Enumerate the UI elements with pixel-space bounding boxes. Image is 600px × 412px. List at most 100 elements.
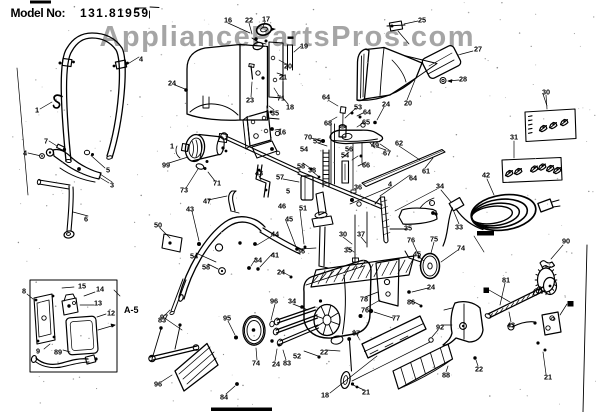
svg-text:54: 54 xyxy=(300,144,309,153)
svg-text:4: 4 xyxy=(388,179,393,188)
svg-text:71: 71 xyxy=(277,93,285,102)
svg-text:20: 20 xyxy=(284,61,292,70)
svg-text:14: 14 xyxy=(96,284,105,293)
svg-text:5: 5 xyxy=(106,165,110,174)
svg-text:50: 50 xyxy=(154,220,162,229)
svg-text:76: 76 xyxy=(407,235,415,244)
svg-text:21: 21 xyxy=(362,387,370,396)
svg-text:92: 92 xyxy=(436,322,444,331)
svg-text:58: 58 xyxy=(202,262,210,271)
svg-text:24: 24 xyxy=(382,99,391,108)
svg-text:30: 30 xyxy=(339,229,347,238)
svg-text:22: 22 xyxy=(475,364,483,373)
svg-text:95: 95 xyxy=(223,313,231,322)
svg-text:57: 57 xyxy=(276,172,284,181)
svg-text:62: 62 xyxy=(395,138,403,147)
svg-text:36: 36 xyxy=(354,182,362,191)
svg-text:38: 38 xyxy=(308,165,316,174)
svg-text:16: 16 xyxy=(278,127,286,136)
svg-text:83: 83 xyxy=(283,358,291,367)
svg-text:34: 34 xyxy=(254,255,263,264)
svg-text:33: 33 xyxy=(455,222,463,231)
svg-text:43: 43 xyxy=(255,168,263,177)
svg-text:44: 44 xyxy=(271,229,280,238)
svg-text:42: 42 xyxy=(482,170,490,179)
svg-text:67: 67 xyxy=(383,148,391,157)
svg-text:4: 4 xyxy=(23,148,28,157)
svg-text:7: 7 xyxy=(44,136,48,145)
svg-text:6: 6 xyxy=(84,214,88,223)
svg-text:131.81959: 131.81959 xyxy=(80,6,148,20)
svg-text:24: 24 xyxy=(277,267,286,276)
svg-text:30: 30 xyxy=(542,87,550,96)
svg-text:21: 21 xyxy=(279,72,287,81)
svg-text:12: 12 xyxy=(107,308,115,317)
svg-text:37: 37 xyxy=(357,229,365,238)
svg-text:35: 35 xyxy=(271,108,279,117)
svg-text:86: 86 xyxy=(407,297,415,306)
svg-text:47: 47 xyxy=(203,196,211,205)
svg-text:88: 88 xyxy=(442,370,450,379)
svg-text:66: 66 xyxy=(362,160,370,169)
svg-text:24: 24 xyxy=(272,359,281,368)
svg-text:23: 23 xyxy=(246,95,254,104)
svg-text:70: 70 xyxy=(304,132,312,141)
svg-text:99: 99 xyxy=(162,160,170,169)
svg-text:Model No:: Model No: xyxy=(11,6,66,20)
svg-text:3: 3 xyxy=(110,180,114,189)
svg-text:55: 55 xyxy=(313,136,321,145)
svg-text:18: 18 xyxy=(321,390,329,399)
svg-text:4: 4 xyxy=(139,54,144,63)
svg-text:45: 45 xyxy=(285,214,293,223)
svg-text:AppliancePartsPros.com: AppliancePartsPros.com xyxy=(100,21,474,53)
svg-text:52: 52 xyxy=(293,351,301,360)
svg-text:28: 28 xyxy=(459,74,467,83)
svg-text:96: 96 xyxy=(154,379,162,388)
svg-text:77: 77 xyxy=(392,313,400,322)
svg-text:68: 68 xyxy=(324,118,332,127)
svg-text:1: 1 xyxy=(170,141,174,150)
svg-text:64: 64 xyxy=(363,107,372,116)
svg-text:54: 54 xyxy=(190,251,199,260)
svg-text:16: 16 xyxy=(224,15,232,24)
svg-text:27: 27 xyxy=(474,44,482,53)
svg-text:51: 51 xyxy=(299,203,307,212)
svg-text:34: 34 xyxy=(288,296,297,305)
svg-text:74: 74 xyxy=(252,358,261,367)
svg-text:19: 19 xyxy=(300,41,308,50)
svg-text:35: 35 xyxy=(344,245,352,254)
svg-text:56: 56 xyxy=(345,144,353,153)
svg-text:15: 15 xyxy=(78,281,86,290)
svg-text:64: 64 xyxy=(322,92,331,101)
svg-text:84: 84 xyxy=(220,392,229,401)
svg-text:8: 8 xyxy=(22,286,26,295)
svg-text:78: 78 xyxy=(360,294,368,303)
svg-text:53: 53 xyxy=(354,102,362,111)
svg-text:61: 61 xyxy=(422,166,430,175)
svg-text:24: 24 xyxy=(427,282,436,291)
svg-text:22: 22 xyxy=(245,15,253,24)
svg-text:49: 49 xyxy=(371,140,379,149)
svg-text:17: 17 xyxy=(262,14,270,23)
svg-text:65: 65 xyxy=(362,117,370,126)
svg-text:45: 45 xyxy=(413,249,421,258)
svg-text:41: 41 xyxy=(271,250,279,259)
svg-text:96: 96 xyxy=(270,296,278,305)
svg-text:81: 81 xyxy=(502,275,510,284)
svg-text:34: 34 xyxy=(436,181,445,190)
svg-text:A-5: A-5 xyxy=(124,305,139,315)
svg-text:89: 89 xyxy=(54,347,62,356)
svg-text:31: 31 xyxy=(510,132,518,141)
svg-text:1: 1 xyxy=(35,105,39,114)
svg-text:35: 35 xyxy=(404,223,412,232)
svg-text:75: 75 xyxy=(430,234,438,243)
svg-text:54: 54 xyxy=(341,150,350,159)
svg-text:76: 76 xyxy=(361,305,369,314)
svg-text:20: 20 xyxy=(404,98,412,107)
svg-text:74: 74 xyxy=(457,243,466,252)
svg-text:36: 36 xyxy=(297,246,305,255)
svg-text:46: 46 xyxy=(278,201,286,210)
svg-text:71: 71 xyxy=(213,178,221,187)
svg-text:87: 87 xyxy=(352,328,360,337)
svg-text:9: 9 xyxy=(36,346,40,355)
